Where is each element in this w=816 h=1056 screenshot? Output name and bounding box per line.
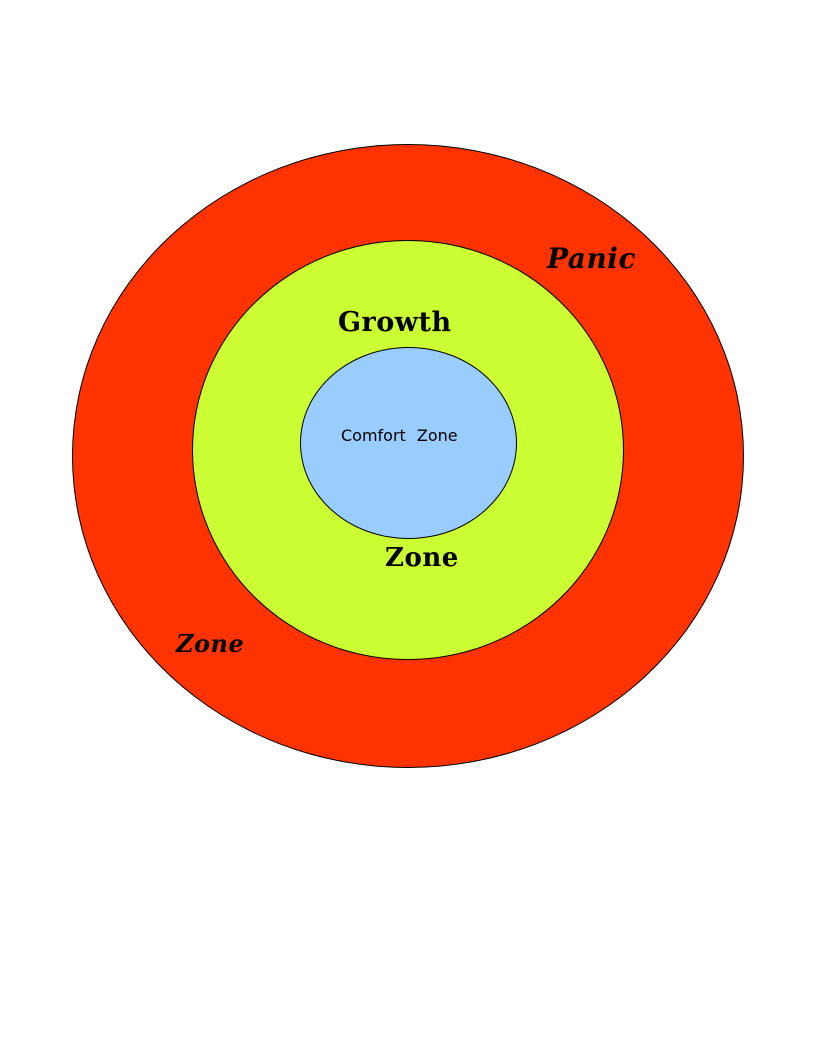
- panic-zone-label-bottom: Zone: [176, 629, 245, 658]
- growth-zone-label-top: Growth: [338, 307, 452, 338]
- panic-zone-label-top: Panic: [547, 242, 636, 275]
- comfort-zone-label: Comfort Zone: [341, 426, 458, 445]
- growth-zone-label-bottom: Zone: [385, 543, 459, 573]
- comfort-zone-circle: [300, 347, 517, 539]
